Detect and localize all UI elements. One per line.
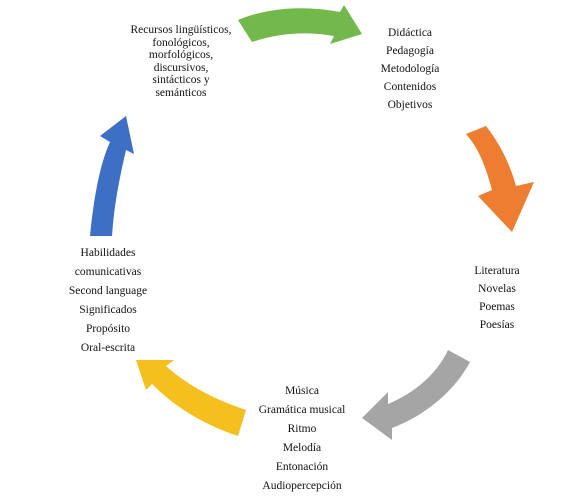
node-line: Significados <box>79 304 137 316</box>
node-music: Música Gramática musical Ritmo Melodía E… <box>240 382 364 496</box>
green-arrow <box>238 5 362 44</box>
node-line: Contenidos <box>383 81 437 93</box>
node-line: Ritmo <box>287 423 317 435</box>
blue-arrow <box>90 116 134 236</box>
node-line: Propósito <box>85 323 131 335</box>
node-line: morfológicos, <box>148 49 214 61</box>
gray-arrow <box>362 350 470 440</box>
node-line: Novelas <box>478 283 516 295</box>
yellow-arrow <box>136 360 246 436</box>
node-line: Melodía <box>282 442 322 454</box>
node-line: Entonación <box>275 461 329 473</box>
node-line: Recursos lingüísticos, <box>130 24 232 36</box>
node-linguistic-resources: Recursos lingüísticos, fonológicos, morf… <box>108 24 254 99</box>
node-line: Pedagogía <box>386 45 434 57</box>
node-line: Literatura <box>474 265 520 277</box>
node-line: sintácticos y <box>152 74 210 86</box>
node-line: Objetivos <box>387 99 433 111</box>
node-line: Second language <box>68 285 148 297</box>
node-line: Oral-escrita <box>80 342 136 354</box>
orange-arrow <box>466 126 534 232</box>
node-line: Habilidades <box>80 247 136 259</box>
node-communicative-skills: Habilidades comunicativas Second languag… <box>44 244 172 358</box>
node-line: Poesías <box>479 319 515 331</box>
node-line: semánticos <box>155 86 207 99</box>
node-line: comunicativas <box>74 266 142 278</box>
node-line: Música <box>285 385 319 397</box>
node-didactics: Didáctica Pedagogía Metodología Contenid… <box>360 24 460 114</box>
node-line: discursivos, <box>153 61 209 74</box>
node-line: Metodología <box>380 63 440 75</box>
node-line: Gramática musical <box>258 404 346 416</box>
node-line: fonológicos, <box>152 36 210 49</box>
node-literature: Literatura Novelas Poemas Poesías <box>450 262 544 334</box>
node-line: Poemas <box>479 301 515 313</box>
node-line: Didáctica <box>387 27 433 39</box>
node-line: Audiopercepción <box>262 480 342 492</box>
